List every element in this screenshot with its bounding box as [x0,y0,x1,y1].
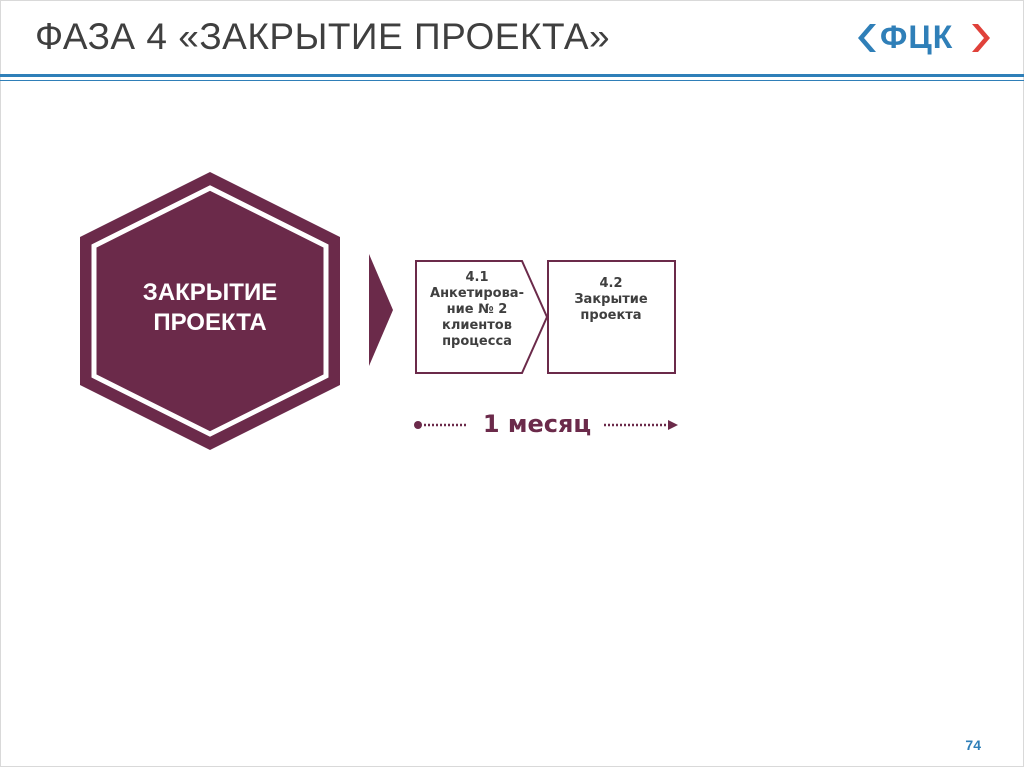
step-label-4-1: 4.1 Анкетирова- ние № 2 клиентов процесс… [430,270,524,349]
logo-right-chevron-icon [972,24,990,52]
phase-hexagon [80,172,340,450]
duration-label: 1 месяц [482,410,592,438]
phase-hexagon-inner-border [91,185,329,437]
flow-arrow [369,254,393,366]
header-rule [0,74,1024,77]
page-number: 74 [965,737,981,753]
step-label-4-2: 4.2 Закрытие проекта [574,276,648,323]
header-rule-thin [0,80,1024,81]
timeline-start-dot [414,421,422,429]
slide-title: ФАЗА 4 «ЗАКРЫТИЕ ПРОЕКТА» [35,16,611,57]
step-box-4-1 [415,260,549,374]
logo-left-chevron-icon [858,24,876,52]
timeline-arrowhead [668,420,678,430]
step-box-4-2 [547,260,676,374]
phase-label: ЗАКРЫТИЕ ПРОЕКТА [142,279,278,336]
logo-text: ФЦК [880,19,954,55]
fck-logo: ФЦК [858,19,994,55]
